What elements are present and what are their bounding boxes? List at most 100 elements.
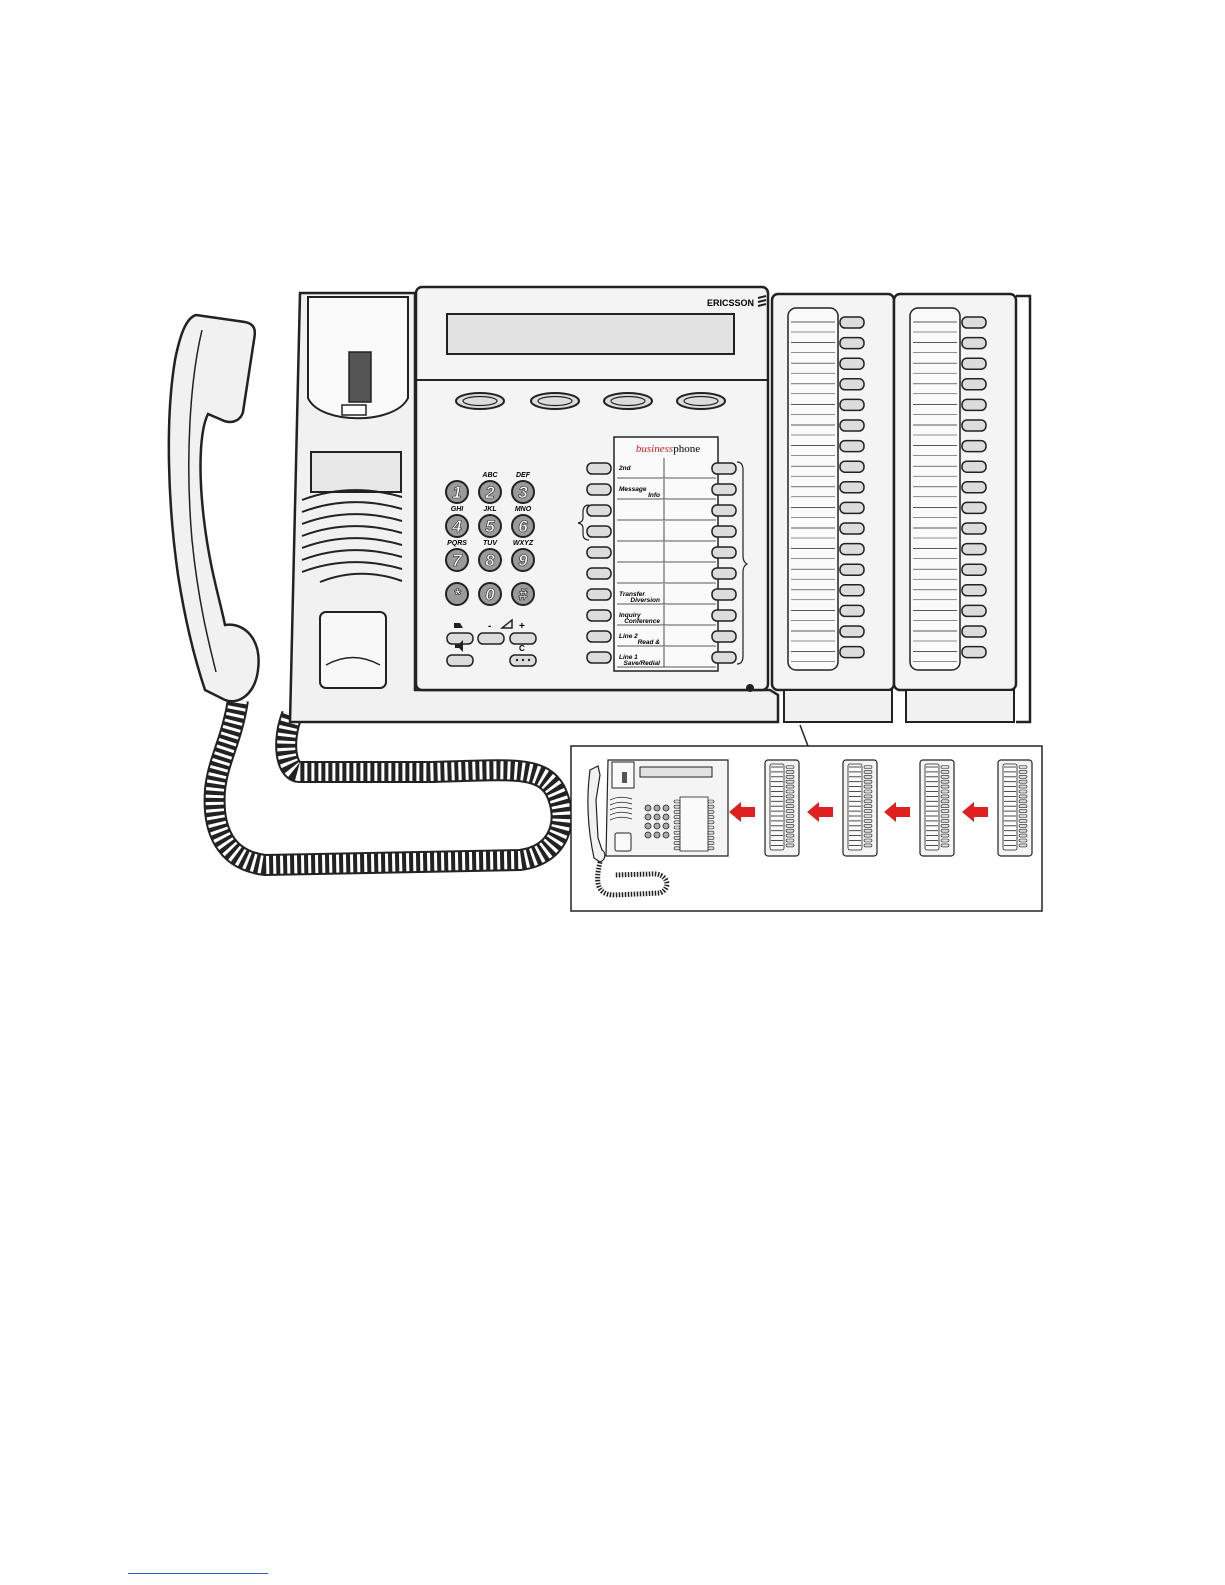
- svg-text:GHI: GHI: [451, 506, 465, 513]
- extension-key[interactable]: [840, 605, 864, 616]
- extension-key[interactable]: [840, 626, 864, 637]
- inset-fkey: [708, 800, 714, 803]
- svg-text:#: #: [518, 585, 528, 604]
- extension-key[interactable]: [840, 317, 864, 328]
- function-key-right[interactable]: [712, 631, 736, 642]
- extension-key[interactable]: [962, 338, 986, 349]
- function-key-right[interactable]: [712, 610, 736, 621]
- function-key-left[interactable]: [587, 463, 611, 474]
- function-key-left[interactable]: [587, 631, 611, 642]
- extension-key[interactable]: [962, 420, 986, 431]
- key-star[interactable]: *: [446, 583, 468, 605]
- function-key-left[interactable]: [587, 652, 611, 663]
- extension-key[interactable]: [962, 605, 986, 616]
- function-key-left[interactable]: [587, 484, 611, 495]
- extension-key[interactable]: [962, 482, 986, 493]
- extension-key[interactable]: [962, 564, 986, 575]
- dot-icon: [528, 659, 530, 661]
- function-key-left[interactable]: [587, 526, 611, 537]
- inset-key: [663, 814, 669, 820]
- footer-underline: [128, 1573, 268, 1574]
- extension-key[interactable]: [840, 502, 864, 513]
- extension-key[interactable]: [962, 441, 986, 452]
- product-logo: businessphone: [636, 443, 700, 455]
- function-key-right[interactable]: [712, 568, 736, 579]
- extension-key[interactable]: [840, 647, 864, 658]
- function-key-left[interactable]: [587, 568, 611, 579]
- extension-key[interactable]: [840, 461, 864, 472]
- inset-module-4: [998, 760, 1032, 856]
- function-key-right[interactable]: [712, 484, 736, 495]
- coiled-cord: [215, 700, 562, 865]
- extension-key[interactable]: [840, 544, 864, 555]
- function-key-right[interactable]: [712, 505, 736, 516]
- extension-key[interactable]: [962, 399, 986, 410]
- extension-key[interactable]: [840, 420, 864, 431]
- svg-text:DEF: DEF: [516, 472, 531, 479]
- soft-key-3[interactable]: [604, 393, 652, 409]
- extension-key[interactable]: [962, 626, 986, 637]
- inset-fkey: [708, 831, 714, 834]
- function-key-left[interactable]: [587, 610, 611, 621]
- extension-key[interactable]: [962, 523, 986, 534]
- inset-fkey: [674, 821, 680, 824]
- extension-key[interactable]: [840, 482, 864, 493]
- extension-key[interactable]: [962, 544, 986, 555]
- extension-key[interactable]: [962, 358, 986, 369]
- extension-key[interactable]: [840, 338, 864, 349]
- key-0[interactable]: 0: [479, 583, 501, 605]
- display-screen: [447, 314, 734, 354]
- brand-logo: ERICSSON: [707, 298, 754, 308]
- function-key-right[interactable]: [712, 652, 736, 663]
- inset-fkey: [674, 805, 680, 808]
- inset-key: [654, 823, 660, 829]
- extension-key[interactable]: [840, 379, 864, 390]
- handset[interactable]: [169, 315, 259, 701]
- inset-key: [645, 805, 651, 811]
- function-label: Message: [619, 486, 647, 493]
- extension-key[interactable]: [962, 317, 986, 328]
- inset-key: [645, 814, 651, 820]
- svg-text:MNO: MNO: [515, 506, 532, 513]
- extension-key[interactable]: [962, 502, 986, 513]
- extension-key[interactable]: [840, 399, 864, 410]
- extension-key[interactable]: [962, 379, 986, 390]
- key-hash[interactable]: #: [512, 583, 534, 605]
- extension-key[interactable]: [840, 564, 864, 575]
- function-key-right[interactable]: [712, 463, 736, 474]
- function-key-left[interactable]: [587, 589, 611, 600]
- microphone-icon: [746, 684, 754, 692]
- extension-key[interactable]: [840, 523, 864, 534]
- extension-key[interactable]: [962, 647, 986, 658]
- inset-fkey: [708, 821, 714, 824]
- inset-key: [654, 805, 660, 811]
- function-key-left[interactable]: [587, 547, 611, 558]
- extension-key[interactable]: [840, 358, 864, 369]
- svg-text:WXYZ: WXYZ: [513, 540, 534, 547]
- soft-key-2[interactable]: [531, 393, 579, 409]
- inset-fkey: [674, 842, 680, 845]
- soft-key-4[interactable]: [677, 393, 725, 409]
- key-1[interactable]: 1: [446, 481, 468, 503]
- function-sublabel: Info: [648, 492, 660, 499]
- function-label: 2nd: [618, 465, 632, 472]
- hook-switch[interactable]: [308, 297, 408, 418]
- function-key-right[interactable]: [712, 547, 736, 558]
- soft-key-1[interactable]: [456, 393, 504, 409]
- function-sublabel: Save/Redial: [624, 660, 661, 667]
- extension-key[interactable]: [840, 585, 864, 596]
- extension-key[interactable]: [962, 461, 986, 472]
- inset-fkey: [708, 805, 714, 808]
- extension-key[interactable]: [962, 585, 986, 596]
- inset-fkey: [674, 831, 680, 834]
- svg-text:2: 2: [484, 483, 495, 502]
- extension-key[interactable]: [840, 441, 864, 452]
- svg-text:8: 8: [485, 551, 495, 570]
- function-key-right[interactable]: [712, 526, 736, 537]
- function-key-right[interactable]: [712, 589, 736, 600]
- dot-icon: [516, 659, 518, 661]
- function-key-left[interactable]: [587, 505, 611, 516]
